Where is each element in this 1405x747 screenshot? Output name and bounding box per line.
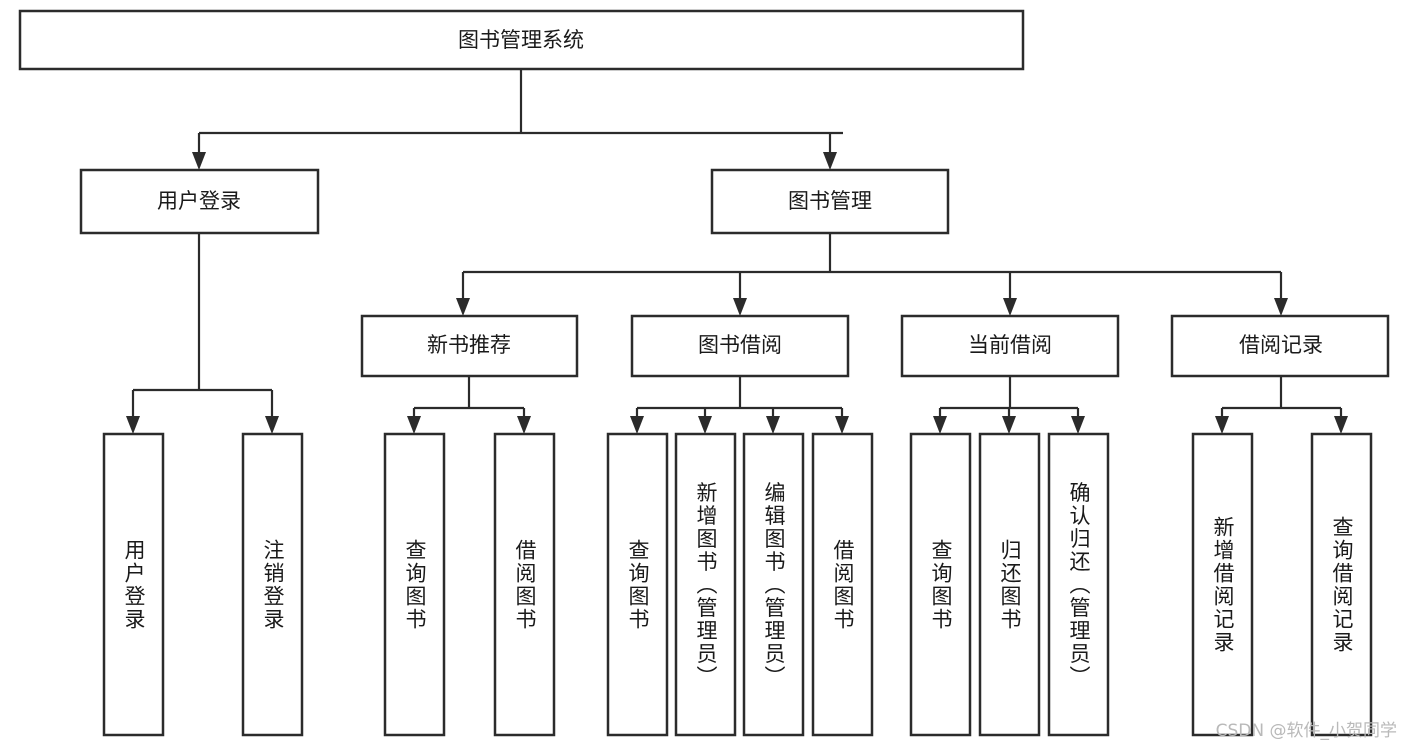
leaf-current-borrow-1-box[interactable] bbox=[909, 432, 972, 737]
node-user-login-box[interactable] bbox=[79, 168, 320, 235]
leaf-borrow-record-2[interactable]: 查询借阅记录 bbox=[1310, 432, 1373, 737]
arrow-to-new-book bbox=[456, 298, 470, 316]
leaf-current-borrow-2[interactable]: 归还图书 bbox=[978, 432, 1041, 737]
leaf-new-book-1[interactable]: 查询图书 bbox=[383, 432, 446, 737]
node-root-system[interactable]: 图书管理系统 bbox=[18, 9, 1025, 71]
node-root-label: 图书管理系统 bbox=[458, 28, 584, 52]
node-book-management-label: 图书管理 bbox=[788, 189, 872, 213]
node-new-book-recommend[interactable]: 新书推荐 bbox=[360, 314, 579, 378]
leaf-book-borrow-3-label: 编辑图书（管理员） bbox=[762, 482, 786, 689]
node-book-management[interactable]: 图书管理 bbox=[710, 168, 950, 235]
node-borrow-record-box[interactable] bbox=[1170, 314, 1390, 378]
node-book-borrow-box[interactable] bbox=[630, 314, 850, 378]
node-current-borrow-box[interactable] bbox=[900, 314, 1120, 378]
arrow-user-login-leaf-2 bbox=[265, 416, 279, 434]
leaf-book-borrow-1-label: 查询图书 bbox=[626, 539, 650, 631]
arrow-new-book-leaf-1 bbox=[407, 416, 421, 434]
arrow-current-borrow-leaf-3 bbox=[1071, 416, 1085, 434]
leaf-book-borrow-4[interactable]: 借阅图书 bbox=[811, 432, 874, 737]
node-book-borrow-label: 图书借阅 bbox=[698, 333, 782, 357]
leaf-current-borrow-3-label: 确认归还（管理员） bbox=[1067, 482, 1091, 689]
leaf-new-book-1-box[interactable] bbox=[383, 432, 446, 737]
node-user-login-label: 用户登录 bbox=[157, 189, 241, 213]
leaf-user-login-2-label: 注销登录 bbox=[261, 539, 285, 631]
node-current-borrow[interactable]: 当前借阅 bbox=[900, 314, 1120, 378]
arrow-to-user-login bbox=[192, 152, 206, 170]
node-book-borrow[interactable]: 图书借阅 bbox=[630, 314, 850, 378]
node-user-login[interactable]: 用户登录 bbox=[79, 168, 320, 235]
arrow-to-current-borrow bbox=[1003, 298, 1017, 316]
arrow-book-borrow-leaf-1 bbox=[630, 416, 644, 434]
leaf-current-borrow-1-label: 查询图书 bbox=[929, 539, 953, 631]
leaf-book-borrow-4-label: 借阅图书 bbox=[831, 539, 855, 631]
arrow-book-borrow-leaf-4 bbox=[835, 416, 849, 434]
arrow-book-borrow-leaf-2 bbox=[698, 416, 712, 434]
arrow-borrow-record-leaf-1 bbox=[1215, 416, 1229, 434]
leaf-book-borrow-1-box[interactable] bbox=[606, 432, 669, 737]
leaf-book-borrow-4-box[interactable] bbox=[811, 432, 874, 737]
node-book-management-box[interactable] bbox=[710, 168, 950, 235]
leaf-user-login-1-label: 用户登录 bbox=[122, 539, 146, 631]
leaf-current-borrow-3[interactable]: 确认归还（管理员） bbox=[1047, 432, 1110, 737]
arrow-current-borrow-leaf-2 bbox=[1002, 416, 1016, 434]
leaf-current-borrow-2-box[interactable] bbox=[978, 432, 1041, 737]
node-new-book-recommend-label: 新书推荐 bbox=[427, 333, 511, 357]
node-borrow-record-label: 借阅记录 bbox=[1239, 333, 1323, 357]
arrow-new-book-leaf-2 bbox=[517, 416, 531, 434]
leaf-borrow-record-2-box[interactable] bbox=[1310, 432, 1373, 737]
leaf-new-book-2-box[interactable] bbox=[493, 432, 556, 737]
node-borrow-record[interactable]: 借阅记录 bbox=[1170, 314, 1390, 378]
arrow-book-borrow-leaf-3 bbox=[766, 416, 780, 434]
leaf-current-borrow-1[interactable]: 查询图书 bbox=[909, 432, 972, 737]
node-current-borrow-label: 当前借阅 bbox=[968, 333, 1052, 357]
leaf-borrow-record-1-label: 新增借阅记录 bbox=[1211, 516, 1235, 654]
arrow-to-borrow-record bbox=[1274, 298, 1288, 316]
leaf-user-login-2[interactable]: 注销登录 bbox=[241, 432, 304, 737]
connector-layer bbox=[126, 69, 1348, 434]
node-root-box[interactable] bbox=[18, 9, 1025, 71]
arrow-borrow-record-leaf-2 bbox=[1334, 416, 1348, 434]
leaf-current-borrow-3-box[interactable] bbox=[1047, 432, 1110, 737]
leaf-book-borrow-3[interactable]: 编辑图书（管理员） bbox=[742, 432, 805, 737]
leaf-new-book-2[interactable]: 借阅图书 bbox=[493, 432, 556, 737]
leaf-book-borrow-2[interactable]: 新增图书（管理员） bbox=[674, 432, 737, 737]
node-new-book-recommend-box[interactable] bbox=[360, 314, 579, 378]
leaf-current-borrow-2-label: 归还图书 bbox=[998, 539, 1022, 631]
arrow-current-borrow-leaf-1 bbox=[933, 416, 947, 434]
arrow-to-book-borrow bbox=[733, 298, 747, 316]
leaf-book-borrow-2-box[interactable] bbox=[674, 432, 737, 737]
leaf-borrow-record-2-label: 查询借阅记录 bbox=[1330, 516, 1354, 654]
leaf-user-login-1-box[interactable] bbox=[102, 432, 165, 737]
leaf-new-book-1-label: 查询图书 bbox=[403, 539, 427, 631]
leaf-borrow-record-1-box[interactable] bbox=[1191, 432, 1254, 737]
leaf-book-borrow-1[interactable]: 查询图书 bbox=[606, 432, 669, 737]
leaf-book-borrow-3-box[interactable] bbox=[742, 432, 805, 737]
leaf-borrow-record-1[interactable]: 新增借阅记录 bbox=[1191, 432, 1254, 737]
leaf-user-login-1[interactable]: 用户登录 bbox=[102, 432, 165, 737]
leaf-user-login-2-box[interactable] bbox=[241, 432, 304, 737]
leaf-book-borrow-2-label: 新增图书（管理员） bbox=[694, 482, 718, 689]
arrow-to-book-mgmt bbox=[823, 152, 837, 170]
arrow-user-login-leaf-1 bbox=[126, 416, 140, 434]
leaf-new-book-2-label: 借阅图书 bbox=[513, 539, 537, 631]
